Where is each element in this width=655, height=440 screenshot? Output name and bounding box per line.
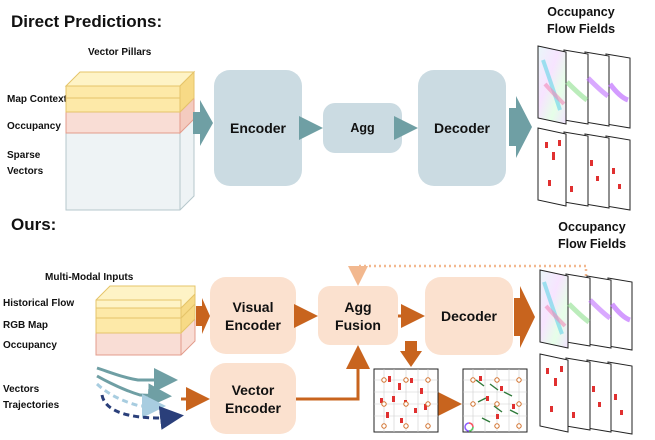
top-output-line1: Occupancy bbox=[547, 5, 615, 19]
agg-fusion-line2: Fusion bbox=[335, 316, 381, 333]
multi-modal-input-stack bbox=[95, 285, 196, 356]
bottom-decoder-block: Decoder bbox=[425, 277, 513, 355]
occupancy-grid-map-1 bbox=[373, 368, 439, 433]
top-flow-field-stack bbox=[537, 45, 631, 211]
vector-encoder-to-fusion-arrow bbox=[296, 345, 370, 401]
bottom-output-line2: Flow Fields bbox=[557, 237, 627, 251]
bottom-flow-field-stack bbox=[539, 269, 633, 435]
bottom-section-title: Ours: bbox=[11, 215, 57, 234]
vectors-label-bottom: Vectors bbox=[3, 384, 40, 395]
vector-trajectory-arrows bbox=[95, 366, 184, 430]
top-section-title: Direct Predictions: bbox=[11, 12, 163, 31]
top-decoder-block: Decoder bbox=[418, 70, 506, 186]
vector-pillars-label: Vector Pillars bbox=[88, 47, 152, 58]
vector-pillars-cube bbox=[64, 70, 196, 211]
bottom-decoder-label: Decoder bbox=[440, 308, 498, 324]
top-encoder-label: Encoder bbox=[229, 120, 286, 136]
historical-flow-label: Historical Flow bbox=[3, 298, 75, 309]
top-encoder-block: Encoder bbox=[214, 70, 302, 186]
multi-modal-inputs-label: Multi-Modal Inputs bbox=[45, 272, 134, 283]
occupancy-label-bottom: Occupancy bbox=[3, 340, 57, 351]
top-agg-label: Agg bbox=[350, 121, 375, 135]
input-to-visual-encoder-arrow bbox=[196, 298, 210, 334]
color-wheel-icon bbox=[464, 422, 474, 432]
trajectories-label: Trajectories bbox=[3, 400, 60, 411]
bottom-output-arrow bbox=[514, 286, 535, 348]
sparse-label: Sparse bbox=[7, 150, 41, 161]
vector-encoder-line2: Encoder bbox=[224, 399, 281, 416]
top-output-title: Occupancy Flow Fields bbox=[526, 4, 636, 38]
top-decoder-label: Decoder bbox=[433, 120, 491, 136]
visual-encoder-line1: Visual bbox=[232, 298, 274, 315]
bottom-output-title: Occupancy Flow Fields bbox=[537, 219, 647, 253]
vectors-label-top: Vectors bbox=[7, 166, 44, 177]
occupancy-label-top: Occupancy bbox=[7, 121, 61, 132]
visual-encoder-line2: Encoder bbox=[224, 316, 281, 333]
top-output-line2: Flow Fields bbox=[546, 22, 616, 36]
decoder-down-arrow bbox=[400, 341, 422, 367]
feedback-dotted-arrow bbox=[348, 264, 588, 286]
rgb-map-label: RGB Map bbox=[3, 320, 48, 331]
top-agg-block: Agg bbox=[323, 103, 402, 153]
bottom-output-line1: Occupancy bbox=[558, 220, 626, 234]
flow-grid-map-2 bbox=[462, 368, 528, 433]
map-context-label: Map Context bbox=[7, 94, 67, 105]
vector-encoder-line1: Vector bbox=[231, 381, 275, 398]
top-output-arrow bbox=[509, 96, 532, 158]
agg-fusion-line1: Agg bbox=[344, 298, 372, 315]
top-input-arrow bbox=[193, 100, 213, 146]
